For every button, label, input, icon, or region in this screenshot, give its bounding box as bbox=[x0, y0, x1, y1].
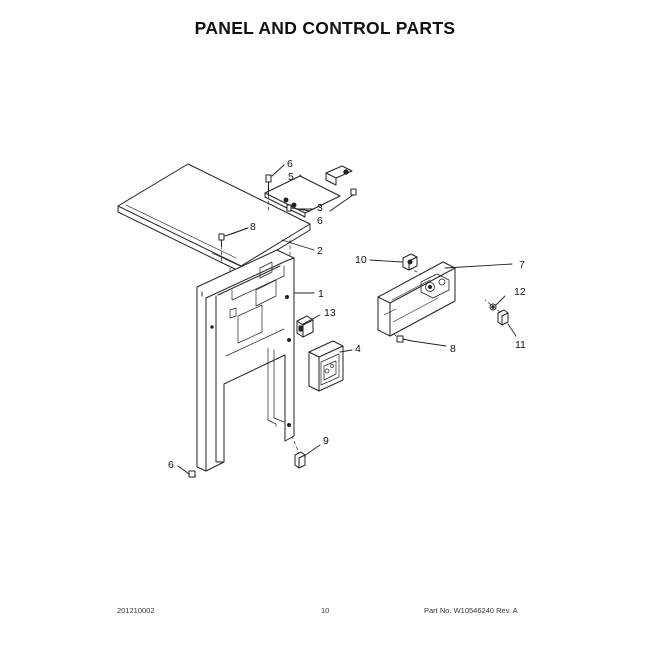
screw-6-top bbox=[265, 164, 285, 196]
footer-page-number: 10 bbox=[321, 606, 330, 615]
clip-part-9 bbox=[294, 451, 306, 469]
screw-6-mid bbox=[286, 188, 357, 212]
callout-1: 1 bbox=[318, 288, 324, 300]
knob-part-10 bbox=[402, 253, 418, 271]
callout-5: 5 bbox=[288, 171, 294, 183]
footer-doc-code: 201210002 bbox=[117, 606, 155, 615]
nut-part-12 bbox=[489, 303, 497, 311]
button-part-11 bbox=[497, 309, 509, 326]
callout-12: 12 bbox=[514, 286, 526, 298]
callout-13: 13 bbox=[324, 307, 336, 319]
callout-6-mid: 6 bbox=[317, 215, 323, 227]
leader-lines bbox=[231, 174, 517, 457]
bracket-part-5 bbox=[264, 165, 353, 218]
callout-6-top: 6 bbox=[287, 158, 293, 170]
screw-6-bottom bbox=[177, 465, 196, 478]
control-panel-part-7 bbox=[377, 261, 456, 337]
callout-3: 3 bbox=[317, 202, 323, 214]
callout-6-bottom: 6 bbox=[168, 459, 174, 471]
console-frame-part-1 bbox=[196, 249, 295, 472]
screw-8-right bbox=[396, 335, 413, 343]
callout-8-left: 8 bbox=[250, 221, 256, 233]
footer-part-number: Part No. W10546240 Rev. A bbox=[424, 606, 518, 615]
bracket-part-4 bbox=[308, 340, 344, 392]
page-title: PANEL AND CONTROL PARTS bbox=[194, 18, 456, 38]
callout-10: 10 bbox=[355, 254, 367, 266]
callout-8-right: 8 bbox=[450, 343, 456, 355]
callout-9: 9 bbox=[323, 435, 329, 447]
callout-4: 4 bbox=[355, 343, 361, 355]
callout-11: 11 bbox=[515, 339, 526, 351]
callout-2: 2 bbox=[317, 245, 323, 257]
knob-part-13 bbox=[296, 315, 314, 338]
callout-7: 7 bbox=[519, 259, 525, 271]
